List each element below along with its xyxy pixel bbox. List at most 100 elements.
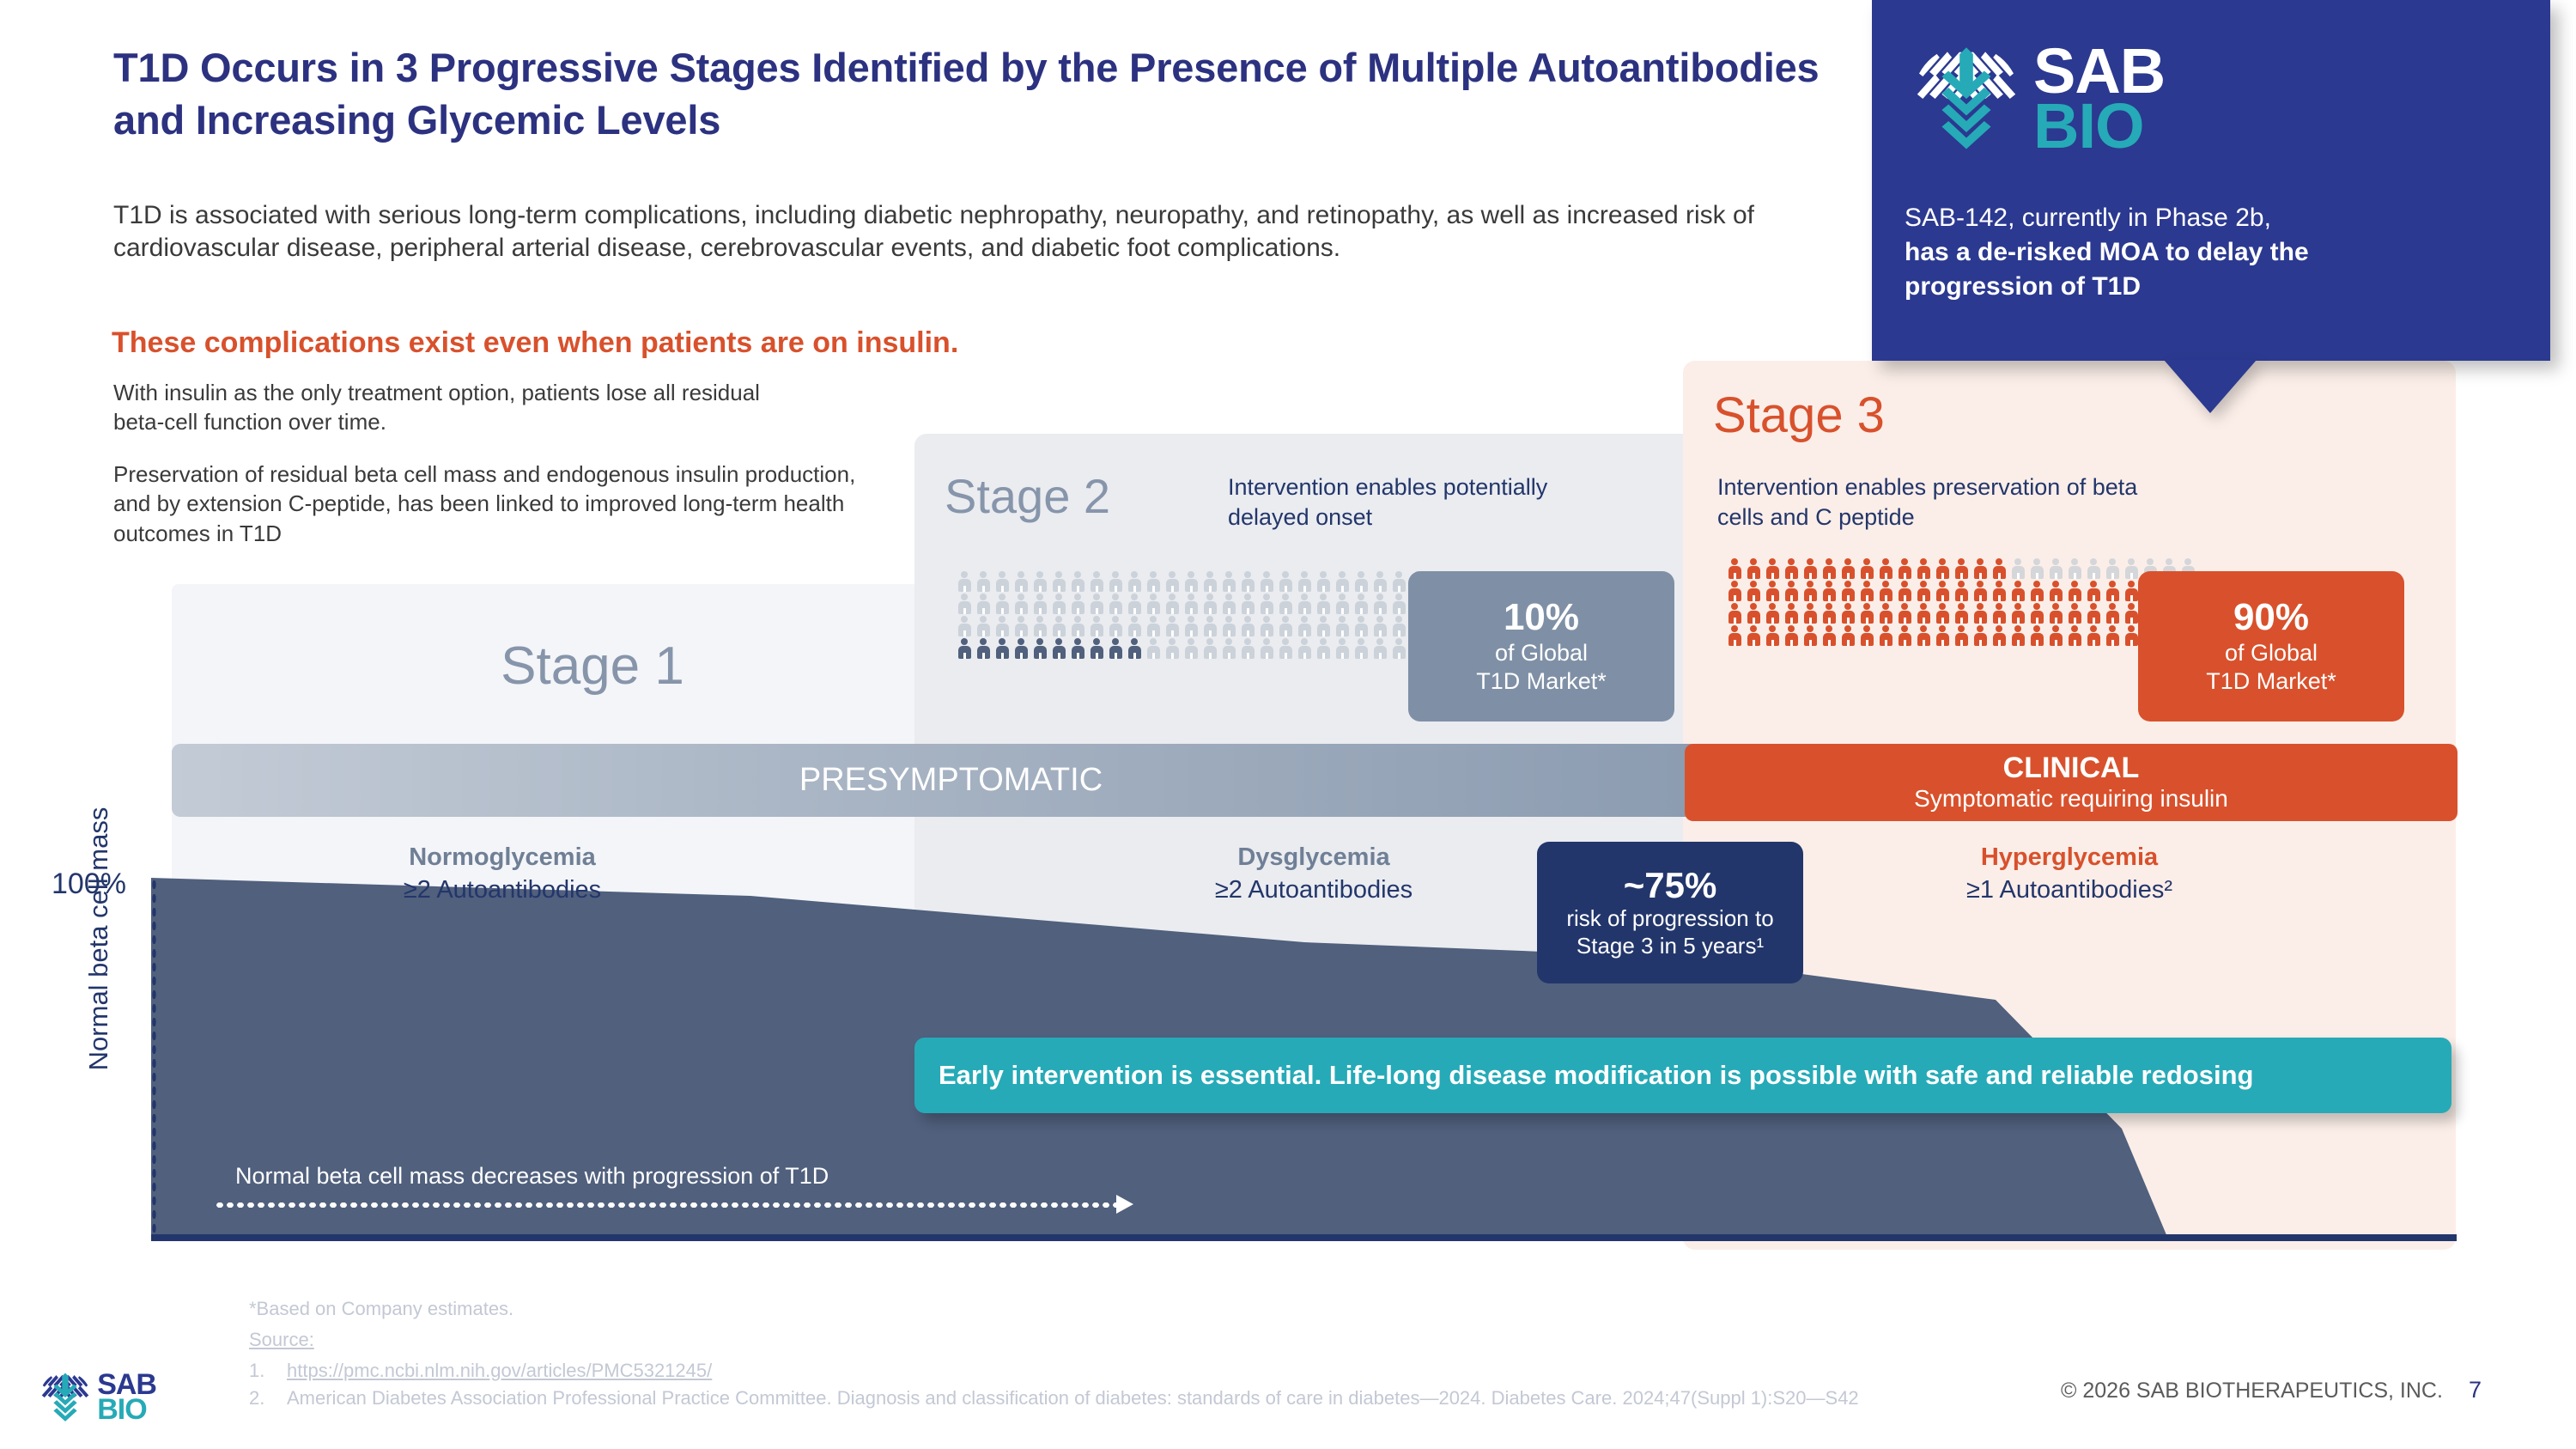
person-icon — [2011, 603, 2025, 624]
sab-callout-line-1: SAB-142, currently in Phase 2b, — [1905, 204, 2271, 232]
person-icon — [1765, 558, 1779, 579]
person-icon — [1747, 625, 1760, 646]
person-icon — [1052, 616, 1066, 636]
person-icon — [1917, 581, 1930, 601]
person-icon — [1973, 558, 1987, 579]
person-icon — [1222, 594, 1236, 614]
person-icon — [1109, 638, 1122, 659]
footnote-link[interactable]: https://pmc.ncbi.nlm.nih.gov/articles/PM… — [287, 1360, 713, 1381]
person-icon — [1071, 638, 1084, 659]
person-icon — [1222, 616, 1236, 636]
person-icon — [1860, 581, 1874, 601]
person-icon — [2087, 581, 2100, 601]
person-icon — [1127, 616, 1141, 636]
person-icon — [1127, 638, 1141, 659]
person-icon — [1316, 616, 1330, 636]
sab-callout-text: SAB-142, currently in Phase 2b, has a de… — [1905, 201, 2523, 305]
person-icon — [1354, 638, 1368, 659]
risk-progression-badge: ~75% risk of progression to Stage 3 in 5… — [1537, 842, 1803, 983]
person-icon — [1090, 616, 1103, 636]
person-icon — [1841, 558, 1855, 579]
stage-2-market-line1: of Global — [1494, 639, 1589, 666]
person-icon — [1935, 581, 1949, 601]
person-icon — [1014, 638, 1028, 659]
person-icon — [1090, 594, 1103, 614]
person-icon — [1784, 625, 1798, 646]
person-icon — [1222, 638, 1236, 659]
logo-text-bio: BIO — [2033, 90, 2145, 161]
person-icon — [1260, 571, 1273, 592]
person-icon — [1973, 581, 1987, 601]
person-icon — [1860, 625, 1874, 646]
person-icon — [1803, 603, 1817, 624]
person-icon — [1297, 594, 1311, 614]
person-icon — [1146, 638, 1160, 659]
person-icon — [2030, 603, 2044, 624]
person-icon — [1373, 616, 1387, 636]
person-icon — [1373, 594, 1387, 614]
stage-2-description: Intervention enables potentially delayed… — [1228, 474, 1548, 530]
person-icon — [1917, 603, 1930, 624]
stage-2-glycemia-group: Dysglycemia ≥2 Autoantibodies — [1142, 842, 1485, 906]
person-icon — [1071, 594, 1084, 614]
person-icon — [1822, 603, 1836, 624]
person-icon — [1203, 594, 1217, 614]
person-icon — [976, 571, 990, 592]
stage-3-market-line2: T1D Market* — [2206, 667, 2336, 694]
person-icon — [1165, 638, 1179, 659]
person-icon — [1260, 638, 1273, 659]
person-icon — [1033, 571, 1047, 592]
stage-2-antibodies: ≥2 Autoantibodies — [1214, 875, 1413, 904]
person-icon — [957, 594, 971, 614]
person-icon — [2105, 581, 2119, 601]
stage-3-market-badge: 90% of Global T1D Market* — [2138, 571, 2404, 721]
sab-callout-pointer — [2164, 360, 2257, 413]
person-icon — [1898, 581, 1911, 601]
person-icon — [1354, 616, 1368, 636]
person-icon — [1373, 571, 1387, 592]
person-icon — [1822, 625, 1836, 646]
intro-paragraph: T1D is associated with serious long-term… — [113, 201, 1754, 263]
stage-3-market-line1: of Global — [2224, 639, 2318, 666]
person-icon — [976, 616, 990, 636]
y-axis-max-tick: 100% — [52, 868, 126, 900]
logo-text-sab: SAB — [2033, 35, 2166, 107]
person-icon — [2011, 581, 2025, 601]
person-icon — [1146, 594, 1160, 614]
person-icon — [2068, 625, 2081, 646]
person-icon — [1165, 571, 1179, 592]
person-icon — [1033, 594, 1047, 614]
person-icon — [1392, 571, 1406, 592]
person-icon — [2011, 625, 2025, 646]
person-icon — [2087, 558, 2100, 579]
person-icon — [2030, 581, 2044, 601]
footnote-text: American Diabetes Association Profession… — [287, 1386, 1859, 1409]
person-icon — [1279, 616, 1292, 636]
person-icon — [1354, 594, 1368, 614]
person-icon — [1973, 603, 1987, 624]
person-icon — [1052, 571, 1066, 592]
person-icon — [1316, 594, 1330, 614]
y-axis-dotted-line — [151, 878, 157, 1239]
footnote-item: 2.American Diabetes Association Professi… — [249, 1385, 1966, 1412]
person-icon — [1992, 581, 2006, 601]
person-icon — [1260, 594, 1273, 614]
stage-2-glycemia: Dysglycemia — [1237, 843, 1390, 871]
person-icon — [1992, 558, 2006, 579]
person-icon — [995, 571, 1009, 592]
person-icon — [1392, 594, 1406, 614]
stage-3-market-value: 90% — [2233, 596, 2310, 639]
person-icon — [1784, 581, 1798, 601]
person-icon — [1728, 625, 1741, 646]
person-icon — [1935, 558, 1949, 579]
person-icon — [1935, 625, 1949, 646]
person-icon — [2030, 558, 2044, 579]
sab-callout-line-3: progression of T1D — [1905, 272, 2142, 301]
person-icon — [1935, 603, 1949, 624]
person-icon — [1747, 581, 1760, 601]
person-icon — [2068, 581, 2081, 601]
person-icon — [2087, 625, 2100, 646]
person-icon — [1316, 571, 1330, 592]
person-icon — [1071, 616, 1084, 636]
footnote-source-label: Source: — [249, 1329, 314, 1350]
